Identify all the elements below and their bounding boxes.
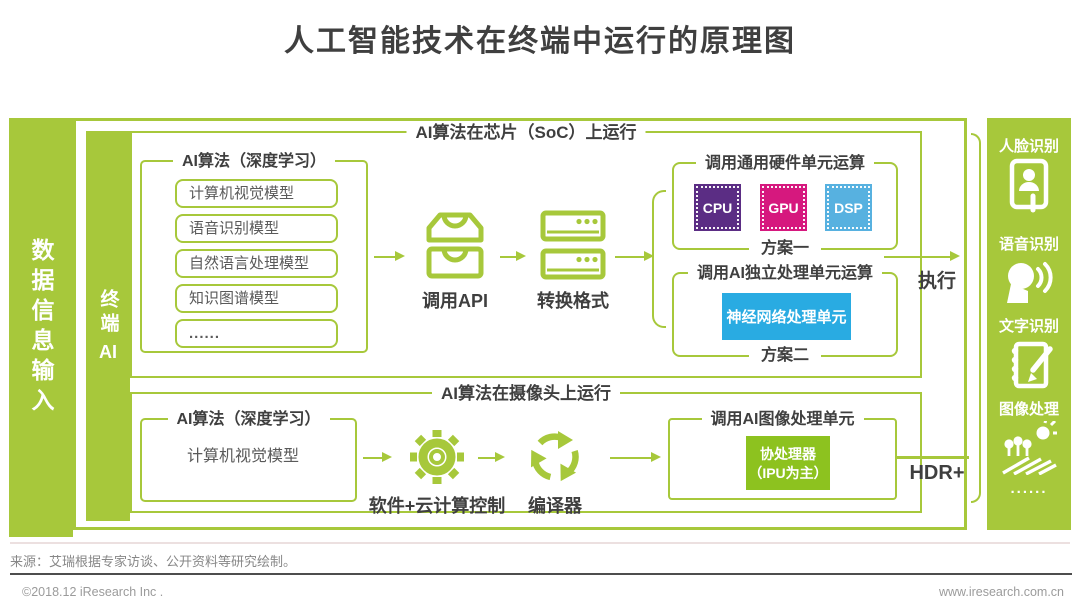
face-recognition-icon bbox=[1002, 158, 1056, 216]
plan2-caption: 方案二 bbox=[748, 345, 822, 366]
dsp-chip: DSP bbox=[825, 184, 872, 231]
camera-section-title: AI算法在摄像头上运行 bbox=[432, 383, 620, 404]
software-cloud-label: 软件+云计算控制 bbox=[368, 496, 506, 516]
data-input-bar: 数据信息输入 bbox=[9, 118, 73, 537]
plan2-box: 调用AI独立处理单元运算 神经网络处理单元 方案二 bbox=[672, 263, 898, 366]
hdr-label: HDR+ bbox=[909, 462, 965, 484]
source-note: 来源：艾瑞根据专家访谈、公开资料等研究绘制。 bbox=[10, 554, 297, 569]
plan2-title: 调用AI独立处理单元运算 bbox=[687, 263, 883, 284]
page-title: 人工智能技术在终端中运行的原理图 bbox=[284, 25, 796, 58]
arrow bbox=[500, 251, 526, 261]
data-input-label: 数据信息输入 bbox=[28, 237, 54, 418]
cpu-chip: CPU bbox=[694, 184, 741, 231]
plan1-caption: 方案一 bbox=[748, 238, 822, 259]
output-item-label: 图像处理 bbox=[998, 401, 1059, 418]
recycle-icon bbox=[522, 424, 588, 490]
camera-section-box: AI算法在摄像头上运行 bbox=[130, 383, 922, 513]
gear-icon bbox=[405, 425, 469, 489]
branch-bracket bbox=[652, 190, 666, 328]
plan1-box: 调用通用硬件单元运算 CPU GPU DSP 方案一 bbox=[672, 153, 898, 259]
terminal-frame bbox=[73, 118, 967, 530]
output-sidebar: 人脸识别 语音识别 文字识别 bbox=[987, 118, 1071, 530]
website: www.iresearch.com.cn bbox=[938, 585, 1064, 599]
terminal-ai-label-en: AI bbox=[99, 342, 117, 362]
convert-format-icon bbox=[539, 210, 607, 280]
output-item-label: 人脸识别 bbox=[998, 138, 1059, 155]
soc-algo-box: AI算法（深度学习） 计算机视觉模型 语音识别模型 自然语言处理模型 知识图谱模… bbox=[140, 151, 368, 353]
model-item: 计算机视觉模型 bbox=[175, 179, 338, 208]
arrow bbox=[615, 251, 654, 261]
convert-format-label: 转换格式 bbox=[537, 291, 609, 311]
model-item: ...... bbox=[175, 319, 338, 348]
camera-algo-title: AI算法（深度学习） bbox=[167, 409, 330, 430]
output-item-label: 文字识别 bbox=[998, 318, 1059, 335]
terminal-ai-label-cn: 终端 bbox=[97, 289, 119, 337]
output-item-label: 语音识别 bbox=[998, 236, 1059, 253]
gpu-chip: GPU bbox=[760, 184, 807, 231]
output-bracket bbox=[971, 133, 981, 503]
camera-algo-box: AI算法（深度学习） 计算机视觉模型 bbox=[140, 409, 357, 502]
image-processing-icon bbox=[1001, 421, 1057, 475]
arrow bbox=[610, 452, 661, 462]
plan1-title: 调用通用硬件单元运算 bbox=[695, 153, 875, 174]
call-api-icon bbox=[419, 209, 491, 281]
text-recognition-icon bbox=[1002, 339, 1056, 393]
speech-recognition-icon bbox=[1002, 257, 1056, 309]
arrow bbox=[363, 452, 392, 462]
ipu-section-title: 调用AI图像处理单元 bbox=[701, 409, 864, 430]
execute-label: 执行 bbox=[917, 271, 956, 292]
arrow bbox=[374, 251, 405, 261]
model-item: 语音识别模型 bbox=[175, 214, 338, 243]
call-api-label: 调用API bbox=[421, 291, 488, 311]
divider-dark bbox=[10, 573, 1072, 575]
model-item: 知识图谱模型 bbox=[175, 284, 338, 313]
compiler-label: 编译器 bbox=[528, 496, 582, 516]
npu-unit: 神经网络处理单元 bbox=[722, 293, 851, 340]
soc-section-title: AI算法在芯片（SoC）上运行 bbox=[406, 122, 646, 143]
soc-section-box: AI算法在芯片（SoC）上运行 bbox=[130, 122, 922, 378]
hdr-line bbox=[897, 456, 969, 459]
execute-arrow bbox=[884, 251, 960, 261]
model-item: 自然语言处理模型 bbox=[175, 249, 338, 278]
terminal-ai-bar: 终端 AI bbox=[86, 131, 130, 521]
model-item: 计算机视觉模型 bbox=[187, 448, 300, 465]
arrow bbox=[478, 452, 505, 462]
divider-light bbox=[10, 542, 1070, 544]
copyright: ©2018.12 iResearch Inc . bbox=[22, 585, 164, 599]
coprocessor-unit: 协处理器 （IPU为主） bbox=[746, 436, 830, 490]
soc-algo-title: AI算法（深度学习） bbox=[172, 151, 336, 172]
ipu-section-box: 调用AI图像处理单元 协处理器 （IPU为主） bbox=[668, 409, 897, 500]
output-more: ...... bbox=[1010, 480, 1048, 497]
